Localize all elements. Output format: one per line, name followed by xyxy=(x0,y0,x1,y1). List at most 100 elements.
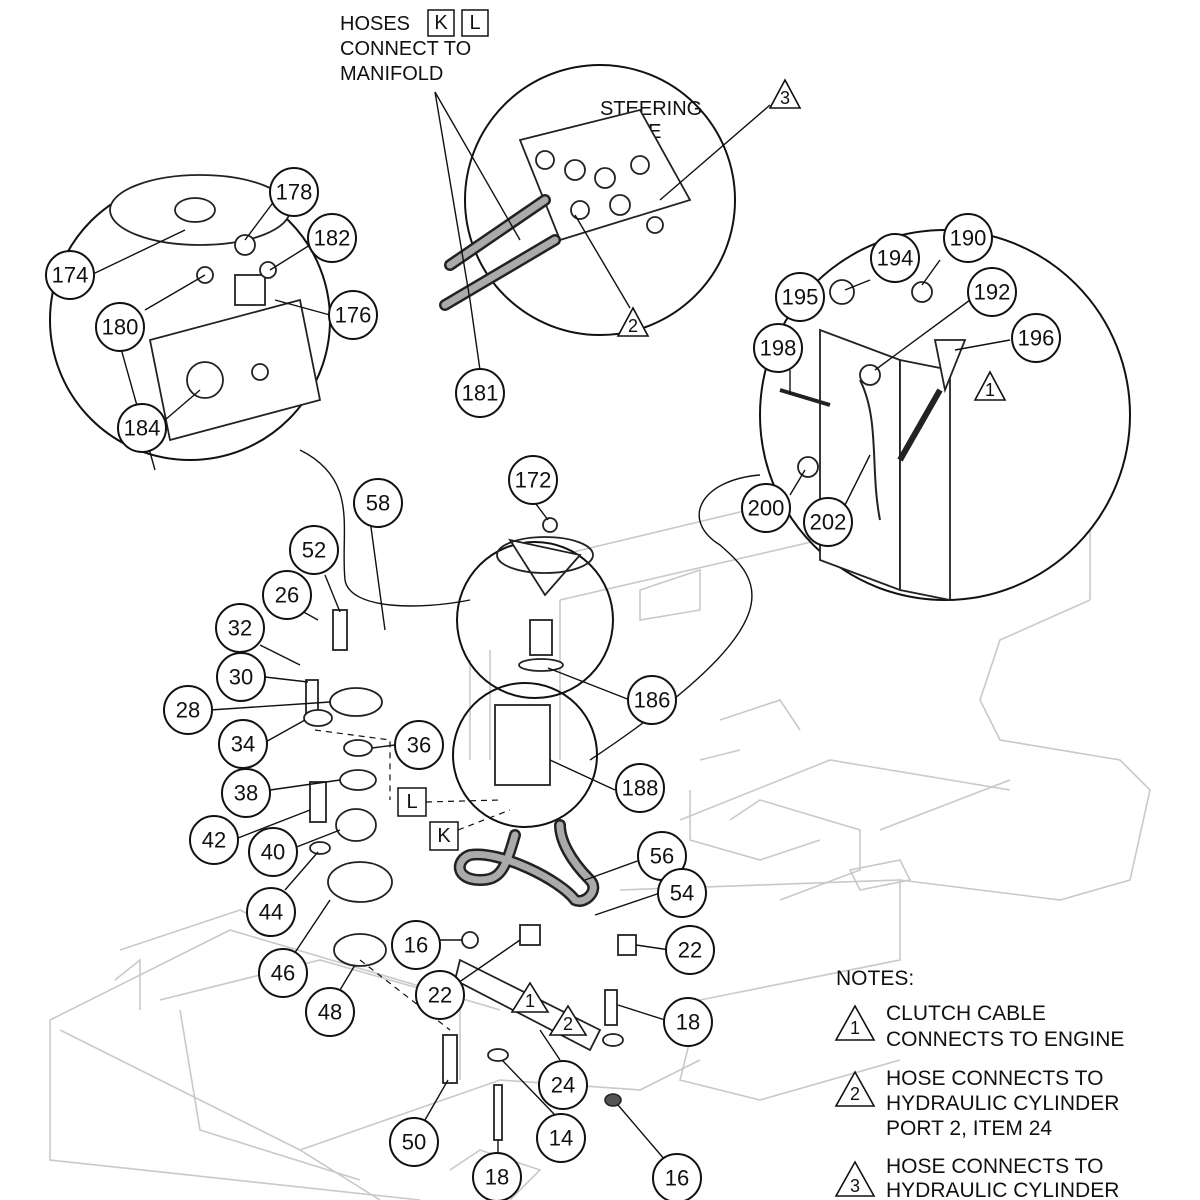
steering-valve-detail: STEERING VALVE xyxy=(434,64,736,336)
callout-48: 48 xyxy=(305,987,355,1037)
hoses-label-prefix: HOSES xyxy=(340,13,410,35)
svg-text:PORT 2, ITEM 24: PORT 2, ITEM 24 xyxy=(886,1117,1052,1140)
svg-text:16: 16 xyxy=(665,1166,689,1191)
svg-text:184: 184 xyxy=(124,416,161,441)
chassis-frame xyxy=(49,439,1151,1200)
svg-text:36: 36 xyxy=(407,733,431,758)
svg-text:182: 182 xyxy=(314,226,351,251)
svg-text:188: 188 xyxy=(622,776,659,801)
svg-text:24: 24 xyxy=(551,1073,575,1098)
callout-40: 40 xyxy=(248,827,298,877)
svg-text:30: 30 xyxy=(229,665,253,690)
svg-text:HOSE CONNECTS TO: HOSE CONNECTS TO xyxy=(886,1155,1103,1178)
callout-42: 42 xyxy=(189,815,239,865)
connect-to-label: CONNECT TO xyxy=(340,38,471,60)
svg-text:192: 192 xyxy=(974,280,1011,305)
callout-184: 184 xyxy=(117,403,167,453)
callout-58: 58 xyxy=(353,478,403,528)
svg-text:198: 198 xyxy=(760,336,797,361)
detail-connector-left xyxy=(299,449,471,607)
notes-block: NOTES: 1 CLUTCH CABLE CONNECTS TO ENGINE… xyxy=(834,967,1124,1200)
svg-text:1: 1 xyxy=(985,380,995,400)
callout-186: 186 xyxy=(627,675,677,725)
callout-32: 32 xyxy=(215,603,265,653)
svg-text:40: 40 xyxy=(261,840,285,865)
callout-180: 180 xyxy=(95,302,145,352)
hose-l-box xyxy=(461,9,489,37)
central-column xyxy=(452,517,614,828)
callout-198: 198 xyxy=(753,323,803,373)
svg-text:16: 16 xyxy=(404,933,428,958)
callout-172: 172 xyxy=(508,455,558,505)
svg-text:52: 52 xyxy=(302,538,326,563)
callout-14: 14 xyxy=(536,1113,586,1163)
note-2: 2 HOSE CONNECTS TO HYDRAULIC CYLINDER PO… xyxy=(834,1067,1119,1140)
column-plate xyxy=(148,298,322,442)
svg-text:26: 26 xyxy=(275,583,299,608)
callout-38: 38 xyxy=(221,768,271,818)
hose-k-letter: K xyxy=(434,12,448,34)
hoses-label: HOSES K L CONNECT TO MANIFOLD xyxy=(340,9,489,85)
svg-text:2: 2 xyxy=(850,1084,860,1104)
control-knob xyxy=(933,339,967,394)
note-flag-1-lower: 1 xyxy=(510,981,550,1013)
wheel-spokes xyxy=(508,538,582,597)
hose-k-marker: K xyxy=(429,809,511,851)
svg-text:172: 172 xyxy=(515,468,552,493)
note-3: 3 HOSE CONNECTS TO HYDRAULIC CYLINDER xyxy=(834,1155,1119,1200)
callout-200: 200 xyxy=(741,483,791,533)
svg-text:HYDRAULIC CYLINDER: HYDRAULIC CYLINDER xyxy=(886,1092,1119,1115)
svg-text:1: 1 xyxy=(850,1018,860,1038)
svg-text:50: 50 xyxy=(402,1130,426,1155)
callout-176: 176 xyxy=(328,290,378,340)
note-flag-3: 3 xyxy=(659,78,802,201)
steering-valve-body xyxy=(494,704,551,786)
callout-54: 54 xyxy=(657,868,707,918)
note-flag-1-upper: 1 xyxy=(973,370,1007,401)
svg-text:14: 14 xyxy=(549,1126,573,1151)
callout-18-bottom: 18 xyxy=(472,1152,522,1200)
hose-l-marker: L xyxy=(397,787,501,817)
callout-24: 24 xyxy=(538,1060,588,1110)
callout-182: 182 xyxy=(307,213,357,263)
svg-text:18: 18 xyxy=(676,1010,700,1035)
callout-52: 52 xyxy=(289,525,339,575)
svg-text:32: 32 xyxy=(228,616,252,641)
callout-181: 181 xyxy=(455,368,505,418)
svg-text:HOSE CONNECTS TO: HOSE CONNECTS TO xyxy=(886,1067,1103,1090)
svg-text:L: L xyxy=(406,791,417,813)
callout-50: 50 xyxy=(389,1117,439,1167)
callout-46: 46 xyxy=(258,948,308,998)
note-flag-2-lower: 2 xyxy=(548,1004,588,1036)
svg-text:2: 2 xyxy=(628,316,638,336)
svg-text:190: 190 xyxy=(950,226,987,251)
svg-text:42: 42 xyxy=(202,828,226,853)
callout-202: 202 xyxy=(803,497,853,547)
valve-ports xyxy=(535,150,664,234)
note-flag-2: 2 xyxy=(574,214,650,337)
svg-text:48: 48 xyxy=(318,1000,342,1025)
note-1: 1 CLUTCH CABLE CONNECTS TO ENGINE xyxy=(834,1002,1124,1051)
svg-text:180: 180 xyxy=(102,315,139,340)
callout-36: 36 xyxy=(394,720,444,770)
callout-26: 26 xyxy=(262,570,312,620)
svg-text:200: 200 xyxy=(748,496,785,521)
svg-text:18: 18 xyxy=(485,1165,509,1190)
svg-text:195: 195 xyxy=(782,285,819,310)
svg-text:38: 38 xyxy=(234,781,258,806)
svg-text:CONNECTS TO ENGINE: CONNECTS TO ENGINE xyxy=(886,1028,1124,1051)
callout-28: 28 xyxy=(163,685,213,735)
callout-192: 192 xyxy=(967,267,1017,317)
callout-34: 34 xyxy=(218,719,268,769)
notes-title: NOTES: xyxy=(836,967,914,990)
callouts: 174 178 182 180 176 184 181 194 190 195 … xyxy=(45,167,1061,1200)
svg-text:202: 202 xyxy=(810,510,847,535)
hose-k-box xyxy=(427,9,455,37)
detail-connector-right xyxy=(589,474,761,761)
callout-190: 190 xyxy=(943,213,993,263)
svg-text:34: 34 xyxy=(231,732,255,757)
callout-18-right: 18 xyxy=(663,997,713,1047)
callout-22-right: 22 xyxy=(665,925,715,975)
control-panel xyxy=(819,328,901,592)
